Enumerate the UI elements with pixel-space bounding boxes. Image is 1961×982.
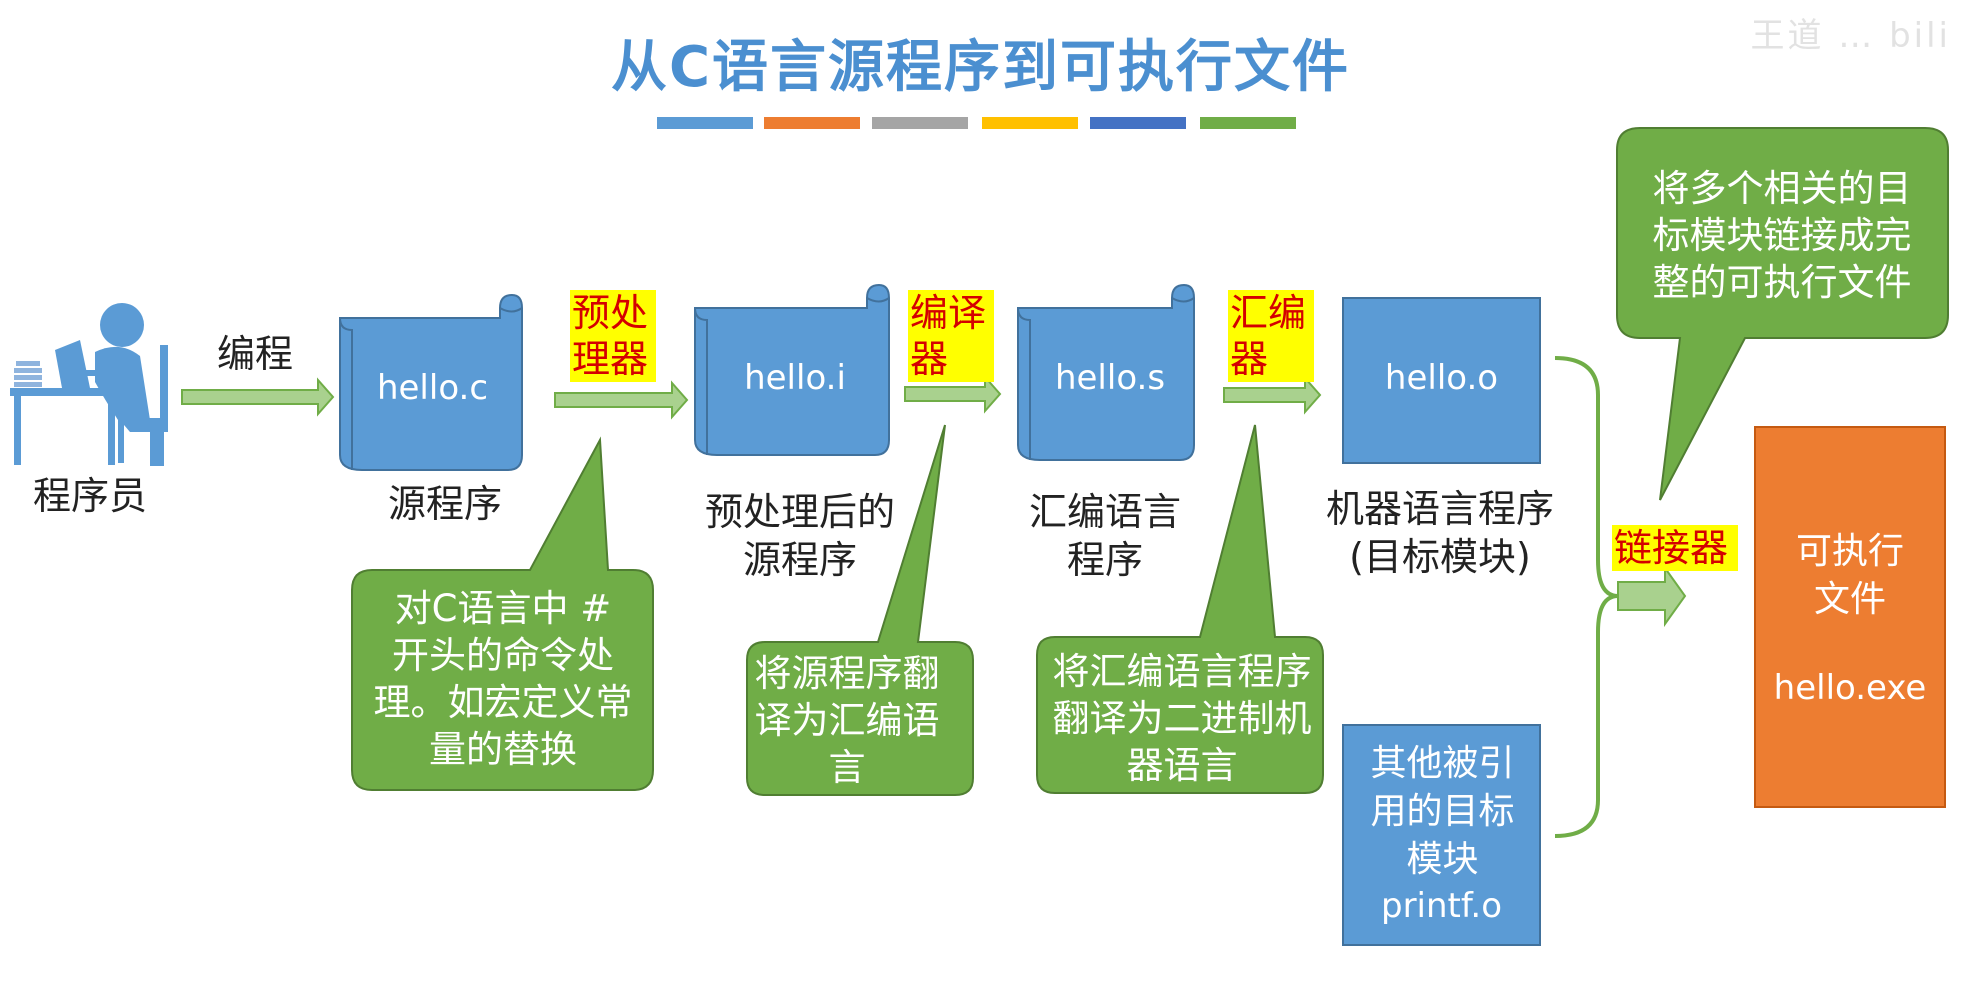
edge-assembler-label: 汇编器: [1228, 290, 1314, 382]
arrow-link: [1617, 564, 1687, 628]
callout-preprocess: [351, 436, 654, 791]
page-title: 从C语言源程序到可执行文件: [610, 35, 1351, 100]
box-hello-exe: [1754, 426, 1946, 808]
programmer-icon: [10, 303, 168, 466]
arrow-assemble: [1223, 375, 1322, 415]
library-caption: 其他被引用的目标模块: [1370, 743, 1515, 880]
color-bar-segment: [872, 117, 968, 129]
color-bar-segment: [982, 117, 1078, 129]
edge-coding-label: 编程: [216, 332, 293, 376]
library-file-name: printf.o: [1381, 886, 1502, 926]
color-bar-segment: [764, 117, 860, 129]
arrow-coding: [181, 377, 335, 417]
color-bar-segment: [657, 117, 753, 129]
file-hello-i-name: hello.i: [744, 358, 846, 398]
watermark: 王道 … bili: [1750, 16, 1951, 56]
caption-object: 机器语言程序(目标模块): [1325, 487, 1554, 579]
edge-compiler-label: 编译器: [908, 290, 994, 382]
callout-link: [1616, 127, 1949, 501]
arrow-preprocess: [554, 380, 689, 420]
callout-assemble: [1036, 424, 1324, 794]
caption-assembly: 汇编语言程序: [1028, 490, 1181, 582]
edge-preprocessor-label: 预处理器: [570, 290, 656, 382]
scroll-hello-c: [339, 293, 523, 471]
executable-file-name: hello.exe: [1773, 668, 1927, 708]
note-assemble: 将汇编语言程序翻译为二进制机器语言: [1052, 650, 1312, 787]
programmer-label: 程序员: [32, 474, 147, 518]
file-hello-c-name: hello.c: [376, 368, 489, 408]
box-hello-o: [1342, 297, 1541, 464]
color-bar-segment: [1090, 117, 1186, 129]
caption-source: 源程序: [387, 482, 502, 526]
scroll-hello-s: [1017, 283, 1195, 461]
callout-compile: [746, 424, 974, 796]
arrow-compile: [904, 374, 1002, 414]
note-link: 将多个相关的目标模块链接成完整的可执行文件: [1652, 167, 1912, 304]
link-bracket: [1554, 356, 1619, 838]
box-printf-o: [1342, 724, 1541, 946]
note-preprocess: 对C语言中 # 开头的命令处理。如宏定义常量的替换: [373, 587, 633, 771]
color-bar-segment: [1200, 117, 1296, 129]
scroll-hello-i: [694, 283, 890, 456]
executable-caption: 可执行文件: [1795, 531, 1904, 620]
caption-preprocessed: 预处理后的源程序: [705, 490, 896, 582]
edge-linker-label: 链接器: [1612, 525, 1738, 571]
note-compile: 将源程序翻译为汇编语言: [754, 652, 940, 789]
file-hello-s-name: hello.s: [1054, 358, 1166, 398]
file-hello-o-name: hello.o: [1384, 358, 1499, 398]
